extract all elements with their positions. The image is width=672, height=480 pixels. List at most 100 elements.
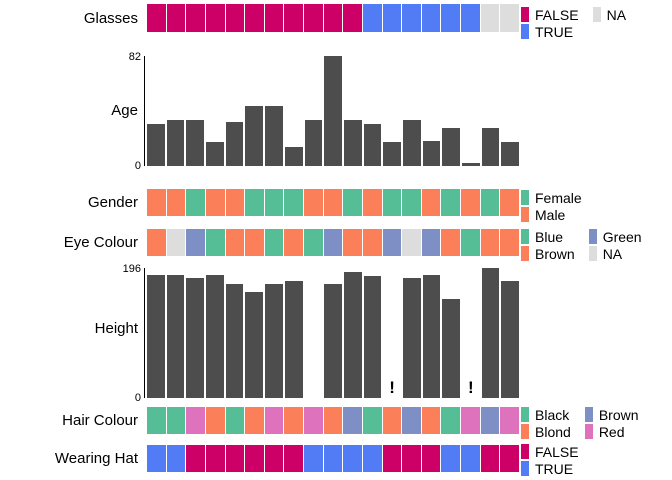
bar-slot: [481, 268, 500, 398]
legend-swatch-icon: [584, 407, 593, 422]
y-axis-height: 196 0: [123, 263, 145, 404]
legend-item[interactable]: TRUE: [521, 23, 579, 40]
tile-cell: [205, 4, 225, 32]
tile-cell: [284, 4, 303, 32]
bar-slot: [363, 56, 382, 166]
legend-item[interactable]: FALSE: [521, 443, 579, 460]
legend-item[interactable]: Black: [521, 406, 571, 423]
tile-cell: [421, 189, 441, 216]
panel-label-height: Height: [94, 320, 138, 337]
bar-slot: [481, 56, 500, 166]
legend-item[interactable]: Brown: [584, 406, 639, 423]
legend-label: NA: [602, 245, 623, 262]
tile-cell: [186, 445, 205, 472]
bar-series-age: [147, 56, 520, 166]
tile-cell: [205, 407, 225, 434]
bar-slot: [305, 268, 323, 398]
legend-item[interactable]: Female: [521, 189, 582, 206]
legend-item[interactable]: Male: [521, 206, 582, 223]
bar-slot: [304, 56, 323, 166]
tile-cell: [362, 189, 382, 216]
panel-label-eye-colour: Eye Colour: [63, 234, 138, 251]
tile-cell: [245, 445, 264, 472]
bar: [206, 274, 224, 398]
tile-cell: [480, 189, 500, 216]
tile-cell: [480, 407, 500, 434]
legend-label: Male: [535, 206, 566, 223]
y-axis-max-label-age: 82: [128, 51, 141, 63]
bar-series-height: !!: [147, 268, 520, 398]
legend-item[interactable]: NA: [588, 245, 642, 262]
tile-cell: [441, 407, 460, 434]
legend-item[interactable]: Red: [584, 423, 639, 440]
bar: [422, 140, 441, 166]
bar-slot: [186, 56, 205, 166]
bar: [442, 128, 460, 166]
bar-slot: [324, 56, 342, 166]
bar: [147, 274, 165, 398]
tile-cell: [362, 407, 382, 434]
plot-area-wearing-hat: [147, 445, 519, 472]
legend-item[interactable]: NA: [592, 6, 626, 23]
bar: [462, 163, 480, 166]
bar-slot: !: [462, 268, 480, 398]
tile-cell: [304, 445, 323, 472]
bar-slot: [166, 268, 185, 398]
tile-cell: [323, 445, 343, 472]
tile-cell: [166, 407, 186, 434]
legend-item[interactable]: TRUE: [521, 460, 579, 477]
bar-slot: [462, 56, 480, 166]
bar: [304, 120, 323, 166]
legend-item[interactable]: Brown: [521, 245, 575, 262]
tile-cell: [205, 229, 225, 256]
bar-slot: [225, 56, 244, 166]
plot-area-eye-colour: [147, 229, 519, 256]
bar: [245, 105, 264, 166]
legend-label: Brown: [535, 245, 575, 262]
tile-cell: [186, 229, 205, 256]
legend-item[interactable]: Green: [588, 228, 642, 245]
legend-item[interactable]: Blond: [521, 423, 571, 440]
tile-cell: [402, 445, 421, 472]
bar: [343, 271, 362, 398]
tile-cell: [147, 445, 166, 472]
tile-cell: [343, 189, 362, 216]
legend-item[interactable]: FALSE: [521, 6, 579, 23]
tile-cell: [343, 407, 362, 434]
tile-cell: [323, 189, 343, 216]
tile-cell: [225, 445, 245, 472]
tile-cell: [441, 189, 460, 216]
bar-slot: [245, 268, 264, 398]
bar: [402, 120, 421, 166]
tile-cell: [480, 4, 500, 32]
tile-cell: [480, 229, 500, 256]
bar-slot: [225, 268, 244, 398]
tile-cell: [441, 229, 460, 256]
tile-cell: [225, 4, 245, 32]
legend-swatch-icon: [521, 229, 529, 244]
bar-slot: [343, 268, 362, 398]
bar-slot: [147, 56, 165, 166]
tile-strip-hair-colour: [147, 407, 519, 434]
tile-cell: [402, 189, 421, 216]
tile-cell: [382, 189, 402, 216]
bar-slot: [343, 56, 362, 166]
tile-cell: [245, 189, 264, 216]
tile-cell: [264, 445, 284, 472]
bar-slot: !: [383, 268, 401, 398]
legend-item[interactable]: Blue: [521, 228, 575, 245]
tile-cell: [166, 229, 186, 256]
tile-cell: [205, 445, 225, 472]
tile-cell: [225, 229, 245, 256]
tile-cell: [480, 445, 500, 472]
bar: [324, 56, 342, 166]
tile-cell: [441, 445, 460, 472]
panel-label-hair-colour: Hair Colour: [62, 412, 138, 429]
